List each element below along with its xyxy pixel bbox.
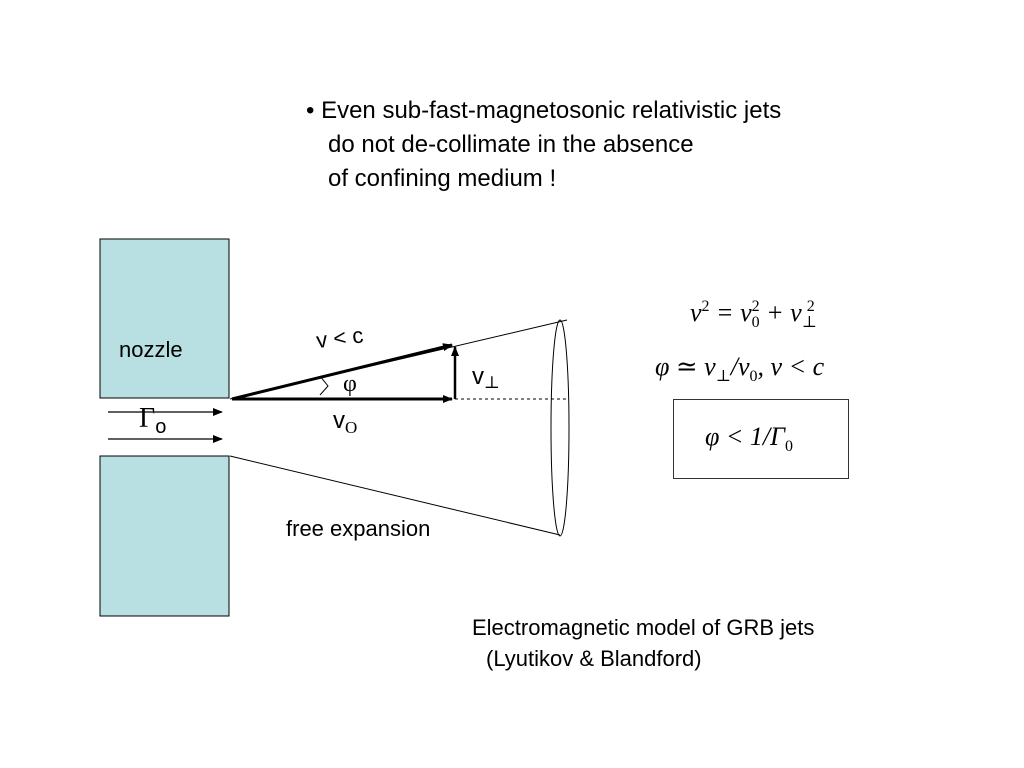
nozzle-label: nozzle xyxy=(119,337,183,362)
eq2-a: φ ≃ v xyxy=(655,352,716,381)
bullet-marker: • xyxy=(306,97,315,124)
equation-phi-approx: φ ≃ v⊥/v0, v < c xyxy=(655,352,824,386)
bullet-line-1-text: Even sub-fast-magnetosonic relativistic … xyxy=(321,97,782,124)
eq2-c: , v < c xyxy=(757,352,825,381)
v0-base: v xyxy=(333,407,345,434)
eq2-b: /v xyxy=(730,352,750,381)
gamma-base: Γ xyxy=(139,403,156,434)
eq1-plus-sub: ⊥ xyxy=(801,314,817,331)
eq2-b-sub: 0 xyxy=(749,368,758,385)
caption-line-2: (Lyutikov & Blandford) xyxy=(486,646,702,671)
v0-label: vO xyxy=(333,407,357,438)
gamma-sub: o xyxy=(155,416,167,438)
cone-end-ellipse xyxy=(550,319,570,537)
nozzle-lower-block xyxy=(99,455,230,617)
eq1-plus-sup: 2 xyxy=(806,298,815,315)
vperp-sub: ⊥ xyxy=(484,373,500,392)
equation-box xyxy=(673,399,849,479)
eq1-lhs: v xyxy=(690,298,702,327)
bullet-line-3: of confining medium ! xyxy=(328,165,557,192)
angle-arc xyxy=(319,375,329,396)
bullet-line-2: do not de-collimate in the absence xyxy=(328,131,694,158)
equation-phi-limit: φ < 1/Γ0 xyxy=(705,422,793,456)
gamma-label: Γo xyxy=(139,403,166,439)
v-vector xyxy=(231,343,453,401)
eq3-a: φ < 1/Γ xyxy=(705,422,785,451)
eq2-a-sub: ⊥ xyxy=(715,368,731,385)
bullet-point: • Even sub-fast-magnetosonic relativisti… xyxy=(306,94,781,196)
eq1-plus: + v xyxy=(759,298,802,327)
nozzle-upper-block xyxy=(99,238,230,399)
vperp-label: v⊥ xyxy=(472,363,500,393)
caption-line-1: Electromagnetic model of GRB jets xyxy=(472,615,815,640)
caption: Electromagnetic model of GRB jets (Lyuti… xyxy=(472,612,814,674)
equation-v-squared: v2 = v02 + v⊥2 xyxy=(690,298,817,332)
eq1-lhs-sup: 2 xyxy=(701,298,710,315)
free-expansion-label: free expansion xyxy=(286,516,431,541)
angle-phi-label: φ xyxy=(343,371,357,397)
vperp-base: v xyxy=(472,363,484,390)
eq3-a-sub: 0 xyxy=(784,438,793,455)
eq1-mid: = v xyxy=(709,298,752,327)
bullet-line-1: • Even sub-fast-magnetosonic relativisti… xyxy=(306,94,781,128)
eq1-mid-sup: 2 xyxy=(751,298,760,315)
cone-lower-edge xyxy=(229,455,561,536)
eq1-mid-sub: 0 xyxy=(751,314,760,331)
v0-sub: O xyxy=(345,418,358,437)
